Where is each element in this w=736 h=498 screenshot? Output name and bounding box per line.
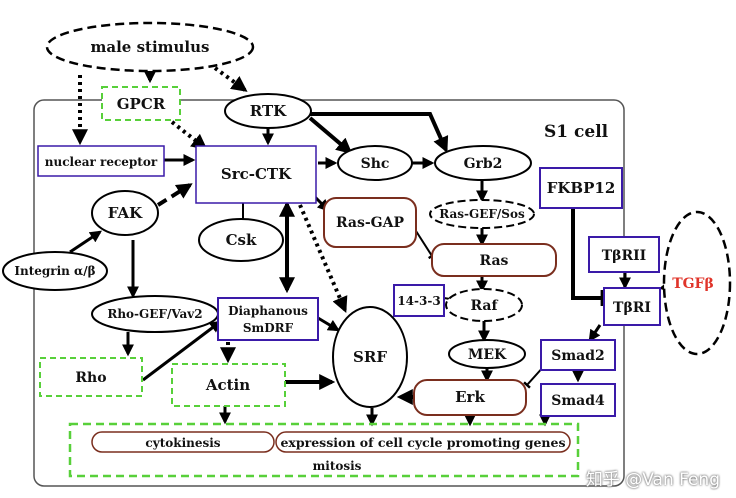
label-diaphanous-line2: SmDRF xyxy=(243,321,294,335)
node-rho: Rho xyxy=(39,357,143,397)
edge-rasgap-ras xyxy=(415,230,437,260)
node-erk: Erk xyxy=(413,379,527,416)
label-mek: MEK xyxy=(468,347,507,363)
label-14-3-3: 14-3-3 xyxy=(397,294,440,308)
node-mek: MEK xyxy=(448,339,526,369)
node-shc: Shc xyxy=(337,145,413,181)
label-src-ctk: Src-CTK xyxy=(221,165,292,183)
node-nuclear-receptor: nuclear receptor xyxy=(37,145,165,177)
label-male-stimulus: male stimulus xyxy=(91,38,210,56)
node-fak: FAK xyxy=(91,190,159,236)
label-srf: SRF xyxy=(353,348,387,366)
node-rtk: RTK xyxy=(224,93,312,129)
node-male-stimulus: male stimulus xyxy=(45,21,255,73)
node-smad2: Smad2 xyxy=(540,339,616,371)
node-ras: Ras xyxy=(431,243,557,277)
edge-gpcr-src xyxy=(170,120,208,150)
edge-stimulus-rtk xyxy=(213,66,248,92)
edge-tbri-smad2 xyxy=(588,324,602,342)
label-actin: Actin xyxy=(205,376,250,394)
node-ras-gef-sos: Ras-GEF/Sos xyxy=(429,199,535,229)
label-tbrii: TβRII xyxy=(602,248,646,264)
node-tgfb: TGFβ xyxy=(662,210,732,356)
node-integrin: Integrin α/β xyxy=(2,251,108,291)
edge-src-srf xyxy=(298,204,348,313)
label-nuclear-receptor: nuclear receptor xyxy=(45,155,158,169)
label-smad4: Smad4 xyxy=(551,393,605,409)
node-rho-gef-vav2: Rho-GEF/Vav2 xyxy=(91,295,219,333)
node-cytokinesis xyxy=(91,431,275,453)
edge-fkbp12-tbri xyxy=(571,208,606,306)
outcomes-group: cytokinesis expression of cell cycle pro… xyxy=(68,422,580,478)
edge-diaphanous-srf xyxy=(317,316,341,332)
label-tgfb: TGFβ xyxy=(672,276,714,292)
label-diaphanous-line1: Diaphanous xyxy=(228,304,308,318)
node-gpcr: GPCR xyxy=(101,86,181,121)
label-tbri: TβRI xyxy=(613,300,651,316)
label-csk: Csk xyxy=(226,231,257,249)
node-diaphanous: Diaphanous SmDRF xyxy=(217,297,319,341)
edge-rho-diaphanous xyxy=(142,320,222,382)
node-tbrii: TβRII xyxy=(588,236,660,273)
label-grb2: Grb2 xyxy=(464,156,503,172)
label-rho-gef-vav2: Rho-GEF/Vav2 xyxy=(107,307,202,321)
node-raf: Raf xyxy=(445,288,523,322)
label-fak: FAK xyxy=(108,204,143,222)
node-tbri: TβRI xyxy=(603,287,661,326)
edge-rtk-grb2 xyxy=(310,112,449,153)
label-erk: Erk xyxy=(455,388,485,406)
label-raf: Raf xyxy=(470,298,498,314)
label-ras-gef-sos: Ras-GEF/Sos xyxy=(439,207,525,221)
watermark: 知乎 @Van Feng xyxy=(585,470,720,490)
node-14-3-3: 14-3-3 xyxy=(393,284,445,317)
label-shc: Shc xyxy=(361,156,390,172)
cell-label: S1 cell xyxy=(544,122,609,142)
label-ras-gap: Ras-GAP xyxy=(336,215,405,231)
label-mitosis: mitosis xyxy=(313,459,362,473)
label-integrin: Integrin α/β xyxy=(14,264,95,278)
edge-rtk-shc xyxy=(308,116,353,155)
node-src-ctk: Src-CTK xyxy=(195,145,317,204)
label-ras: Ras xyxy=(480,253,509,269)
node-ras-gap: Ras-GAP xyxy=(323,197,417,248)
edge-fak-src xyxy=(156,183,193,207)
node-expression xyxy=(275,431,571,453)
label-gpcr: GPCR xyxy=(117,95,166,113)
label-rho: Rho xyxy=(75,370,106,386)
node-grb2: Grb2 xyxy=(434,145,532,181)
label-rtk: RTK xyxy=(250,102,287,120)
label-expression: expression of cell cycle promoting genes xyxy=(280,435,565,450)
node-srf: SRF xyxy=(332,306,408,408)
node-csk: Csk xyxy=(198,218,284,262)
label-fkbp12: FKBP12 xyxy=(547,179,616,197)
node-smad4: Smad4 xyxy=(540,383,616,417)
node-actin: Actin xyxy=(171,363,286,407)
node-fkbp12: FKBP12 xyxy=(539,167,623,209)
edge-integrin-fak xyxy=(69,230,102,254)
label-cytokinesis: cytokinesis xyxy=(145,436,220,450)
label-smad2: Smad2 xyxy=(551,348,605,364)
